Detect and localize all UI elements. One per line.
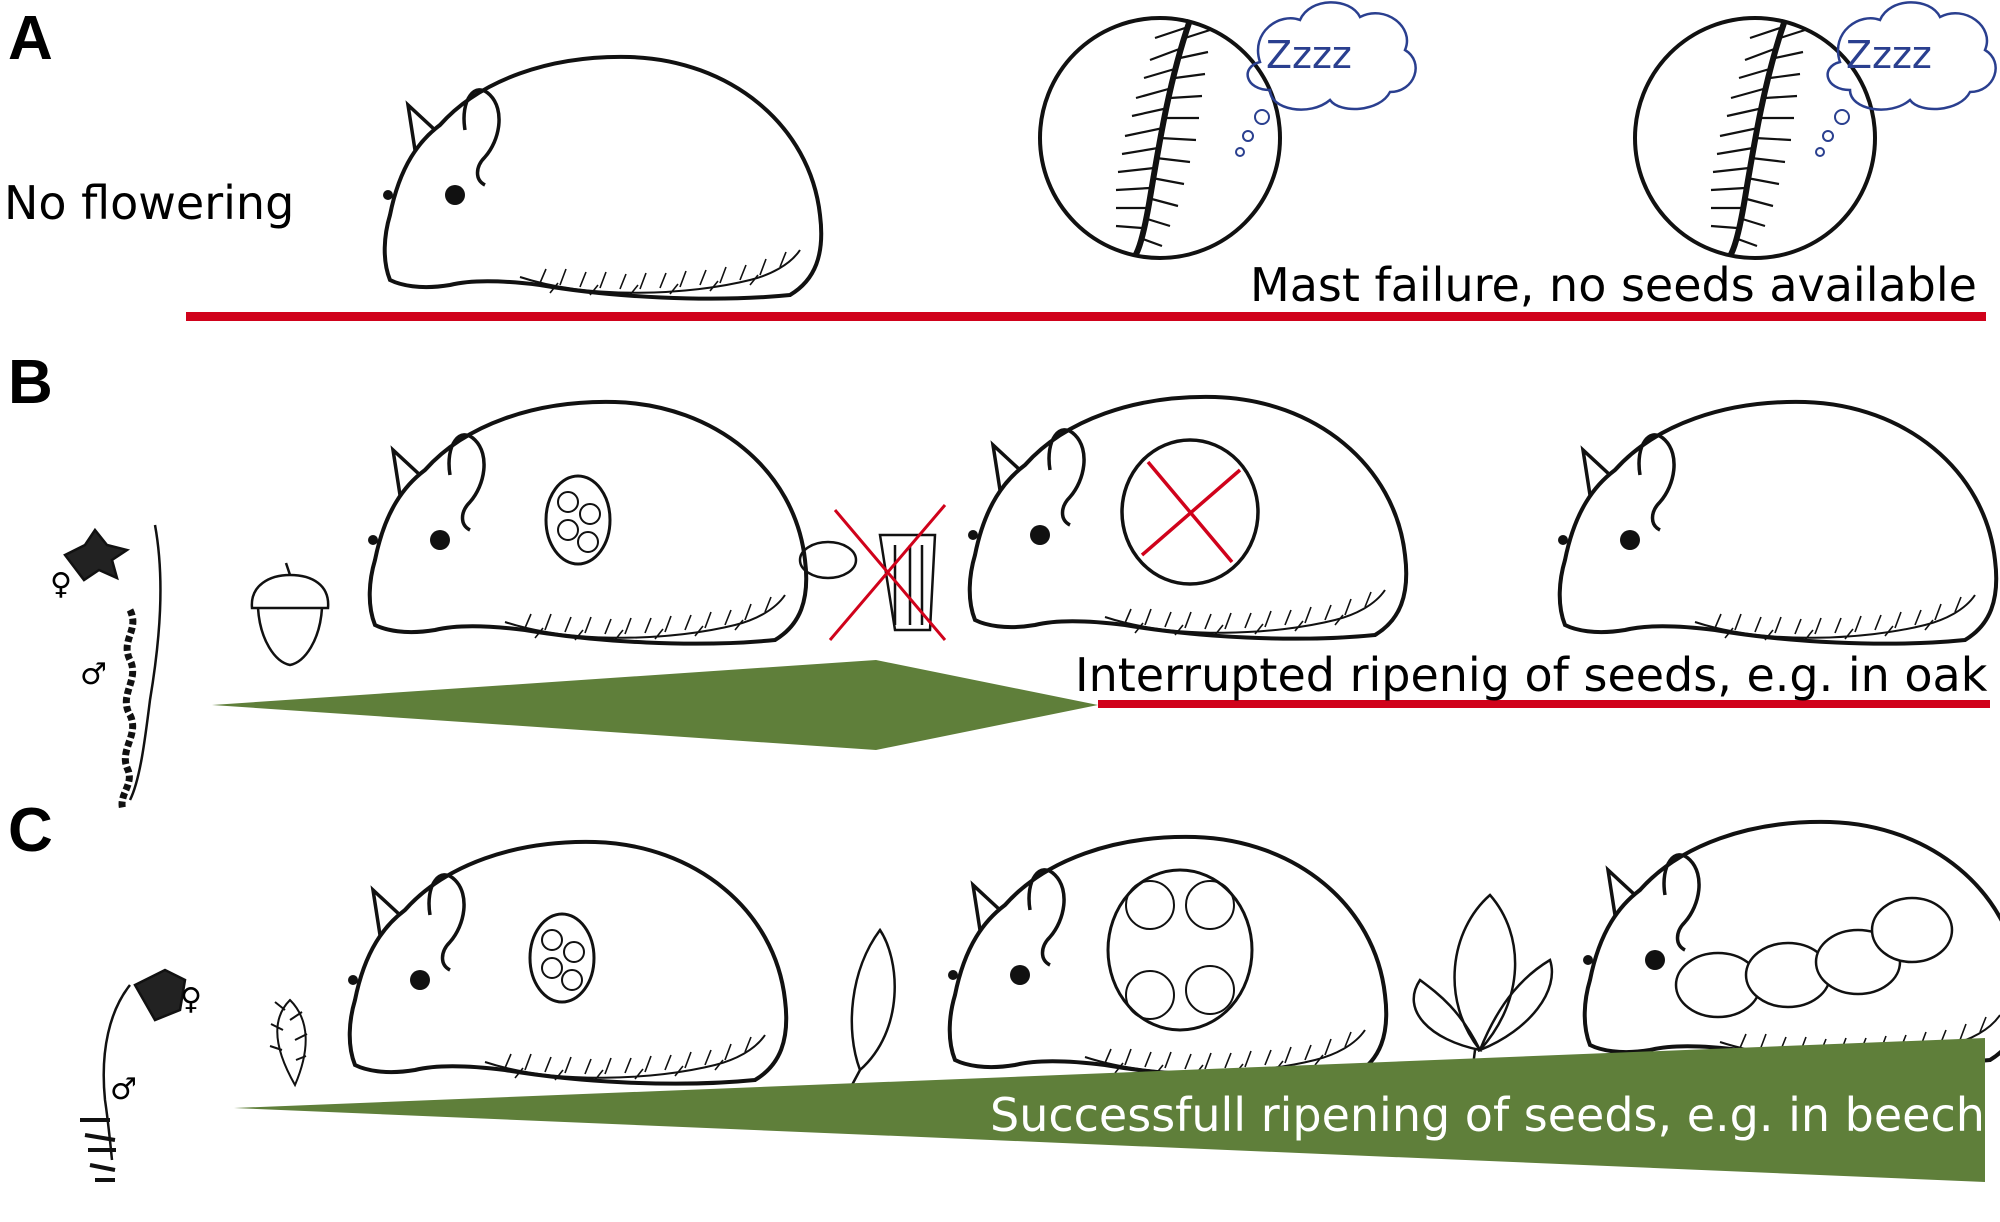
dormouse-b3 (1556, 399, 1999, 646)
thought-bubble-a3 (1814, 1, 1997, 158)
growth-wedge-b-right (876, 660, 1098, 750)
female-symbol-b: ♀ (50, 567, 72, 602)
empty-womb-b2 (1120, 438, 1260, 586)
growth-wedge-b-left (212, 660, 876, 750)
beech-cupule-small-icon (269, 998, 308, 1088)
embryos-c1 (528, 912, 596, 1004)
caption-b: Interrupted ripenig of seeds, e.g. in oa… (1075, 648, 1988, 702)
cross-acorn-b (828, 504, 947, 641)
beech-catkin-icon (80, 968, 187, 1182)
beech-cupule-open-icon (1412, 893, 1554, 1091)
male-symbol-c: ♂ (110, 1072, 137, 1107)
dormouse-c1 (346, 839, 789, 1086)
caption-c: Successfull ripening of seeds, e.g. in b… (990, 1088, 1985, 1142)
panel-label-a: A (8, 4, 53, 73)
embryos-c2 (1106, 868, 1254, 1032)
acorn-icon (250, 562, 330, 667)
caption-a: Mast failure, no seeds available (1250, 258, 1977, 312)
panel-label-b: B (8, 348, 53, 417)
cross-womb-b2 (1140, 460, 1242, 564)
zzz-text-a2: Zzzz (1266, 33, 1352, 77)
dormouse-c2 (946, 834, 1389, 1081)
female-symbol-c: ♀ (180, 982, 202, 1017)
failure-line-b (1098, 700, 1990, 708)
oak-catkin-icon (63, 524, 162, 812)
embryos-b1 (544, 474, 612, 566)
male-symbol-b: ♂ (80, 657, 107, 692)
no-flowering-label: No flowering (4, 176, 295, 230)
panel-label-c: C (8, 796, 53, 865)
beech-nut-spiky-icon (850, 927, 896, 1086)
dormouse-a1 (381, 54, 824, 301)
failure-line-a (186, 312, 1986, 321)
zzz-text-a3: Zzzz (1846, 33, 1932, 77)
newborn-dormice-c3 (1674, 896, 1954, 1019)
growth-wedge-c (234, 1038, 1985, 1182)
